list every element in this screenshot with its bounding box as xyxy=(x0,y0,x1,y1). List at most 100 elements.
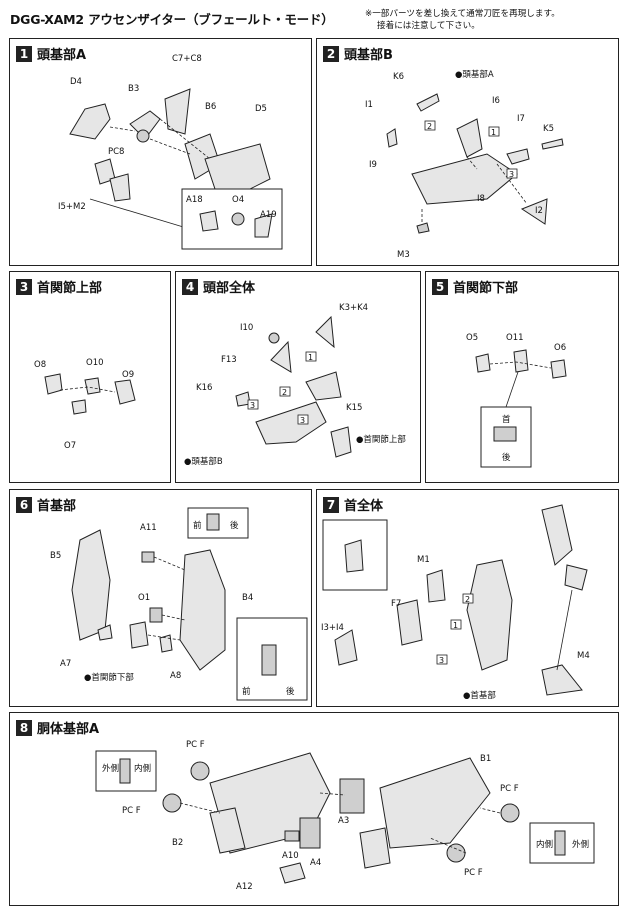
part-label: O5 xyxy=(466,333,478,343)
part-label: I5+M2 xyxy=(58,202,86,212)
part-label: O11 xyxy=(506,333,524,343)
step-number: 5 xyxy=(432,278,448,295)
part-label: I7 xyxy=(517,114,525,124)
step-4-panel: 1 2 3 3 K3+K4 I10 F13 K16 K15 ●首関節上部 ●頭基… xyxy=(175,271,421,483)
part-label: F13 xyxy=(221,355,237,365)
part-label: I10 xyxy=(240,323,253,333)
part-label: O9 xyxy=(122,370,134,380)
part-label: A8 xyxy=(170,671,181,681)
document-title: DGG-XAM2 アウセンザイター（ブフェールト・モード） xyxy=(10,12,334,27)
step-number: 4 xyxy=(182,278,198,295)
part-label: K15 xyxy=(346,403,362,413)
step-2-diagram: 2 1 3 K6 ●頭基部A I1 I6 I7 K5 I9 I8 I2 M3 xyxy=(365,69,564,260)
part-label: 前 xyxy=(242,686,251,697)
svg-text:2: 2 xyxy=(465,595,470,604)
part-label: A10 xyxy=(282,851,299,861)
step-1-diagram: D4 B3 C7+C8 PC8 B6 D5 I5+M2 A18 O4 A19 xyxy=(58,54,283,250)
step-3-diagram: O8 O10 O9 O7 xyxy=(34,358,136,451)
step-number: 7 xyxy=(323,496,339,513)
part-label: ●首基部 xyxy=(463,690,496,701)
svg-text:1: 1 xyxy=(491,128,496,137)
step-2-title: 2 頭基部B xyxy=(323,44,393,63)
part-label: 外側 xyxy=(102,763,119,774)
part-label: O4 xyxy=(232,195,244,205)
step-title-text: 首関節下部 xyxy=(453,281,519,296)
part-label: M4 xyxy=(577,651,590,661)
part-label: PC F xyxy=(122,806,141,816)
part-label: PC F xyxy=(186,740,205,750)
step-number: 3 xyxy=(16,278,32,295)
step-8-title: 8 胴体基部A xyxy=(16,718,99,737)
part-label: O8 xyxy=(34,360,46,370)
page-header: DGG-XAM2 アウセンザイター（ブフェールト・モード） ※一部パーツを差し換… xyxy=(10,6,615,36)
step-7-diagram: 2 1 3 M1 F7 I3+I4 ●首基部 M4 xyxy=(321,504,590,701)
part-label: I2 xyxy=(535,206,543,216)
part-label: 首 xyxy=(502,414,511,425)
part-label: A18 xyxy=(186,195,203,205)
part-label: A11 xyxy=(140,523,157,533)
note-line-1: ※一部パーツを差し換えて通常刀匠を再現します。 xyxy=(365,9,560,19)
part-label: B1 xyxy=(480,754,491,764)
svg-text:3: 3 xyxy=(250,401,255,410)
part-label: K16 xyxy=(196,383,212,393)
step-5-diagram: O5 O11 O6 首 後 xyxy=(466,333,567,468)
part-label: 後 xyxy=(286,686,295,697)
part-label: 前 xyxy=(193,520,202,531)
part-label: ●首関節下部 xyxy=(84,672,134,683)
step-3-panel: O8 O10 O9 O7 3 首関節上部 xyxy=(9,271,171,483)
instruction-note: ※一部パーツを差し換えて通常刀匠を再現します。 接着には注意して下さい。 xyxy=(365,8,615,32)
part-label: I1 xyxy=(365,100,373,110)
step-number: 8 xyxy=(16,719,32,736)
note-line-2: 接着には注意して下さい。 xyxy=(377,21,480,31)
part-label: D5 xyxy=(255,104,267,114)
step-2-panel: 2 1 3 K6 ●頭基部A I1 I6 I7 K5 I9 I8 I2 M3 2… xyxy=(316,38,619,266)
step-1-panel: D4 B3 C7+C8 PC8 B6 D5 I5+M2 A18 O4 A19 1… xyxy=(9,38,312,266)
part-label: PC F xyxy=(500,784,519,794)
part-label: 内側 xyxy=(134,763,151,774)
step-number: 2 xyxy=(323,45,339,62)
part-label: 内側 xyxy=(536,839,553,850)
part-label: B6 xyxy=(205,102,216,112)
part-label: A4 xyxy=(310,858,321,868)
step-4-title: 4 頭部全体 xyxy=(182,277,255,296)
part-label: I8 xyxy=(477,194,485,204)
step-title-text: 胴体基部A xyxy=(37,722,100,737)
svg-text:2: 2 xyxy=(427,122,432,131)
step-title-text: 首関節上部 xyxy=(37,281,103,296)
part-label: A7 xyxy=(60,659,71,669)
step-title-text: 頭基部A xyxy=(37,48,87,63)
part-label: O6 xyxy=(554,343,566,353)
part-label: A19 xyxy=(260,210,277,220)
part-label: K3+K4 xyxy=(339,303,368,313)
svg-text:3: 3 xyxy=(509,170,514,179)
part-label: A3 xyxy=(338,816,349,826)
part-label: O7 xyxy=(64,441,76,451)
step-8-panel: PC F 外側 内側 PC F B2 A10 A4 A3 A12 B1 PC F… xyxy=(9,712,619,906)
part-label: PC F xyxy=(464,868,483,878)
part-label: B2 xyxy=(172,838,183,848)
step-title-text: 頭基部B xyxy=(344,48,393,63)
step-title-text: 頭部全体 xyxy=(203,281,256,296)
part-label: 外側 xyxy=(572,839,589,850)
part-label: ●首関節上部 xyxy=(356,434,406,445)
part-label: ●頭基部B xyxy=(184,456,223,467)
step-8-diagram: PC F 外側 内側 PC F B2 A10 A4 A3 A12 B1 PC F… xyxy=(95,740,595,892)
part-label: B5 xyxy=(50,551,61,561)
part-label: I9 xyxy=(369,160,377,170)
part-label: I6 xyxy=(492,96,500,106)
part-label: ●頭基部A xyxy=(455,69,494,80)
step-6-diagram: A11 前 後 B5 O1 B4 A7 ●首関節下部 A8 前 後 xyxy=(50,507,308,701)
step-3-title: 3 首関節上部 xyxy=(16,277,102,296)
step-title-text: 首基部 xyxy=(37,499,77,514)
part-label: 後 xyxy=(230,520,239,531)
part-label: A12 xyxy=(236,882,253,892)
part-label: M1 xyxy=(417,555,430,565)
part-label: K5 xyxy=(543,124,554,134)
part-label: 後 xyxy=(502,452,511,463)
svg-text:1: 1 xyxy=(453,621,458,630)
